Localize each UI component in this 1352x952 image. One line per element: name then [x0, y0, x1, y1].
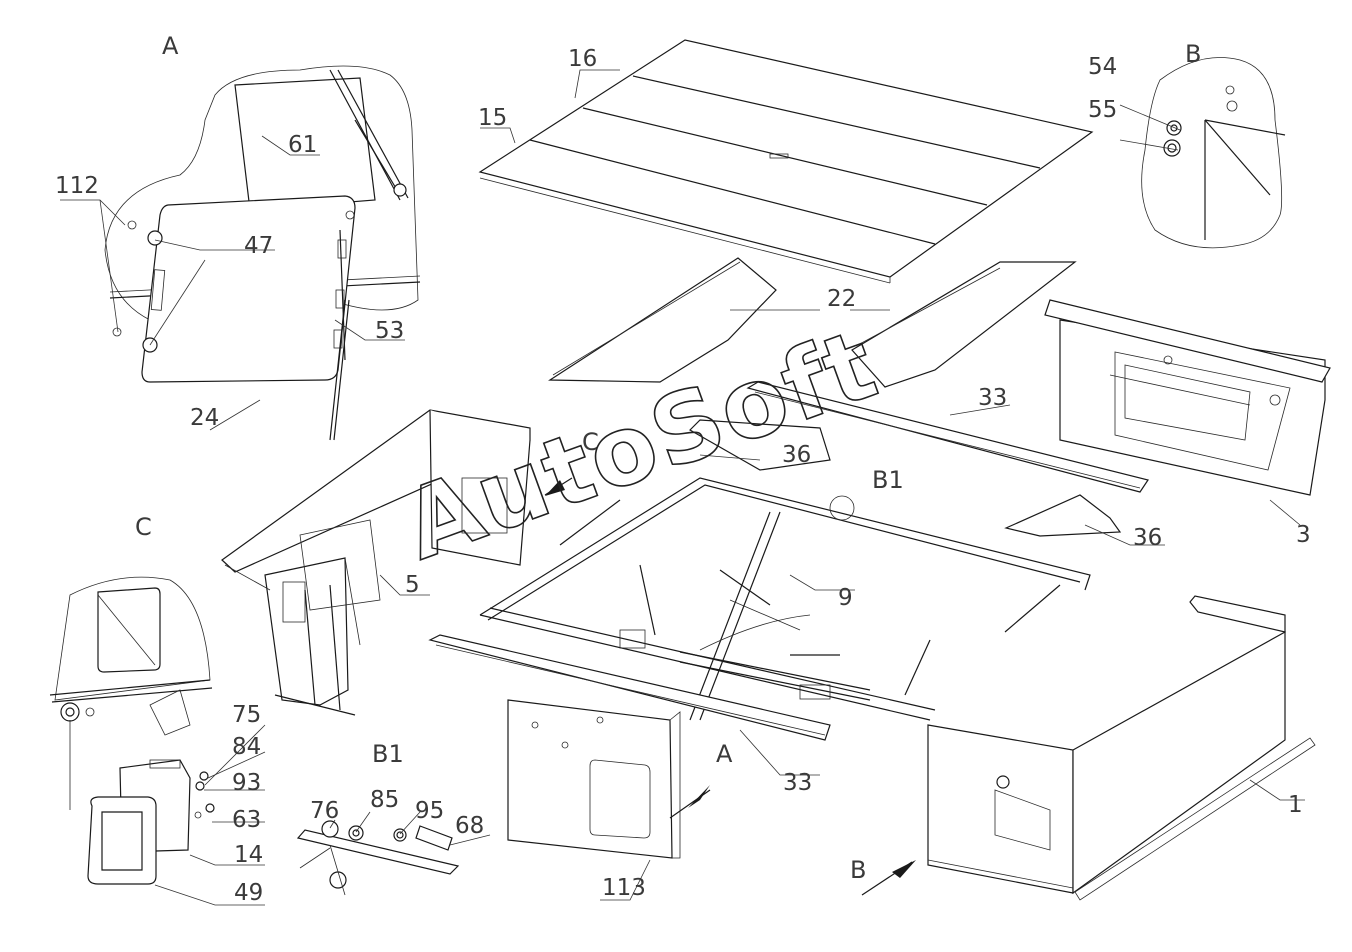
leader-lines	[60, 69, 1305, 906]
callout-112: 112	[55, 173, 99, 199]
callout-61: 61	[288, 132, 317, 158]
callout-5: 5	[405, 572, 420, 598]
view-label-c: C	[135, 513, 152, 541]
arrow-label-b1: B1	[872, 466, 904, 494]
frame-9	[479, 477, 1091, 721]
callout-3: 3	[1296, 522, 1311, 548]
callout-55: 55	[1088, 97, 1117, 123]
callout-63: 63	[232, 807, 261, 833]
view-arrows: A B C B1	[544, 428, 916, 896]
callout-16: 16	[568, 46, 597, 72]
callout-15: 15	[478, 105, 507, 131]
rear-wall-3	[1044, 299, 1331, 496]
callout-36-upper: 36	[782, 442, 811, 468]
callout-53: 53	[375, 318, 404, 344]
callout-24: 24	[190, 405, 219, 431]
callout-84: 84	[232, 734, 261, 760]
callout-93: 93	[232, 770, 261, 796]
view-label-a: A	[162, 32, 179, 60]
panels-36	[689, 419, 1122, 537]
callout-22: 22	[827, 286, 856, 312]
callout-14: 14	[234, 842, 263, 868]
callout-113: 113	[602, 875, 646, 901]
callout-95: 95	[415, 798, 444, 824]
callout-47: 47	[244, 233, 273, 259]
side-frame-5	[221, 409, 531, 716]
callout-76: 76	[310, 798, 339, 824]
arrow-label-c: C	[582, 428, 599, 456]
detail-view-b: B	[1141, 40, 1286, 249]
side-panels-22	[548, 257, 1077, 388]
callout-75: 75	[232, 702, 261, 728]
callout-68: 68	[455, 813, 484, 839]
callout-54: 54	[1088, 54, 1117, 80]
view-label-b: B	[1185, 40, 1201, 68]
beam-33-lower	[428, 634, 831, 741]
callout-36-right: 36	[1133, 525, 1162, 551]
roof-panels	[478, 39, 1094, 284]
callout-labels: 1 3 5 9 14 15 16 22 24 33 33 36 36 47 49…	[55, 46, 1311, 906]
enclosure-1	[927, 595, 1316, 901]
callout-33-lower: 33	[783, 770, 812, 796]
arrow-label-b: B	[850, 856, 866, 884]
detail-view-a: A	[104, 32, 421, 441]
callout-1: 1	[1288, 792, 1303, 818]
view-label-b1: B1	[372, 740, 404, 768]
callout-33-upper: 33	[978, 385, 1007, 411]
callout-49: 49	[234, 880, 263, 906]
callout-9: 9	[838, 585, 853, 611]
front-panel-113	[507, 699, 681, 859]
arrow-label-a: A	[716, 740, 733, 768]
callout-85: 85	[370, 787, 399, 813]
detail-view-b1: B1	[296, 740, 460, 896]
detail-view-c: C	[49, 513, 215, 885]
beam-33-upper	[746, 381, 1149, 493]
